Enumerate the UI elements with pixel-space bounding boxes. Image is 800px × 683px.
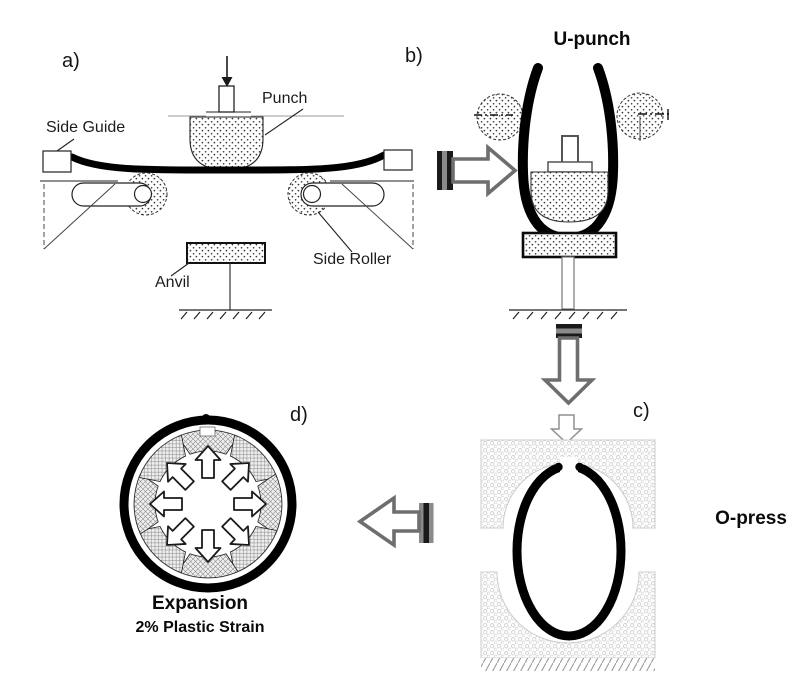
process-arrow-right-icon <box>437 143 518 198</box>
right-roller-arm <box>300 182 385 207</box>
punch-leader-line <box>264 108 304 136</box>
punch-rod <box>218 85 235 113</box>
u-anvil <box>521 231 618 259</box>
weld-seam-dot <box>201 414 211 423</box>
anvil-leader-line <box>170 262 190 277</box>
ground-hatching-b <box>509 309 627 320</box>
process-arrow-left-icon <box>356 494 434 549</box>
panel-b-u-punch <box>474 63 670 320</box>
panel-b-letter: b) <box>405 45 423 67</box>
segment-seam-notch <box>199 426 216 437</box>
process-arrow-down-icon <box>540 324 597 406</box>
right-roller-assembly <box>287 172 414 253</box>
side-roller-leader-line <box>317 211 353 253</box>
small-press-arrow-icon <box>549 414 584 445</box>
left-side-roller-icon <box>476 93 524 141</box>
panel-d-expansion <box>119 414 297 593</box>
u-punch-rod <box>561 135 579 164</box>
plastic-strain-subtitle: 2% Plastic Strain <box>135 619 265 636</box>
expansion-title: Expansion <box>151 593 249 614</box>
ground-hatching-c <box>481 658 655 671</box>
ram-force-arrow-icon <box>221 56 233 87</box>
side-guide-right <box>383 149 413 171</box>
side-guide-label: Side Guide <box>46 119 126 136</box>
left-roller-assembly <box>40 172 168 250</box>
u-anvil-column <box>561 256 575 310</box>
punch-label: Punch <box>262 90 308 107</box>
expansion-die-segments <box>133 429 283 579</box>
side-guide-leader-line <box>56 138 75 152</box>
anvil <box>186 242 266 264</box>
panel-c-letter: c) <box>633 400 650 422</box>
o-formed-plate <box>512 461 626 641</box>
o-plate-seam-gap <box>560 457 578 472</box>
lower-die <box>480 571 656 659</box>
side-guide-left <box>42 150 72 173</box>
panel-a-letter: a) <box>62 50 80 72</box>
ground-hatching-a <box>179 309 272 320</box>
u-punch-flange <box>547 161 593 173</box>
panel-c-o-press <box>480 414 656 671</box>
anvil-label: Anvil <box>155 274 190 291</box>
punch-dome <box>189 116 264 171</box>
upper-die <box>480 439 656 529</box>
o-press-title: O-press <box>715 508 787 529</box>
u-punch-title: U-punch <box>553 29 631 50</box>
panel-d-letter: d) <box>290 404 308 426</box>
panel-a-crimping-press <box>40 56 414 320</box>
steel-plate <box>68 151 388 174</box>
u-punch-dome <box>530 171 609 223</box>
side-roller-label: Side Roller <box>313 251 392 268</box>
